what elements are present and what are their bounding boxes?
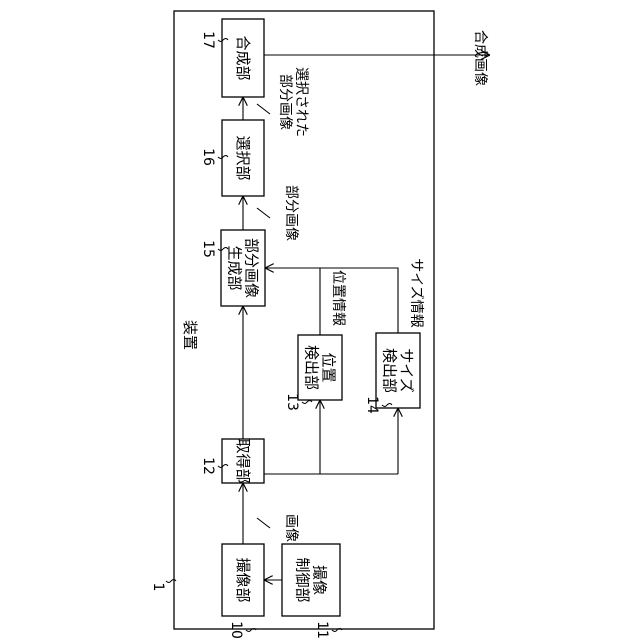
block-acquire: 取得部 12 [200,438,264,483]
label-line: 取得部 [234,438,252,483]
block-composite: 合成部 17 [200,19,264,97]
block-imaging: 撮像部 10 [222,544,264,639]
block-composite-label: 合成部 [234,35,252,80]
ref-select: 16 [200,148,216,166]
label-line: サイズ [398,348,416,393]
tick-image [257,518,270,528]
label-line: 生成部 [226,245,244,290]
block-sizedet-label: サイズ検出部 [381,348,416,393]
label-line: 部分画像 [283,185,299,241]
signal-labels: 画像 位置情報 サイズ情報 部分画像 選択された部分画像 合成画像 [277,30,488,542]
signal-size-info-label: サイズ情報 [408,258,424,328]
block-select-label: 選択部 [234,135,252,180]
blocks: 撮像部10撮像制御部11取得部12位置検出部13サイズ検出部14部分画像生成部1… [200,19,420,639]
ref-acquire: 12 [200,457,216,475]
ref-device: 1 [150,583,166,592]
signal-image-label: 画像 [283,514,299,542]
tick-selected-partial [257,104,270,114]
signal-composite-image-label: 合成画像 [472,30,488,86]
block-imaging-label: 撮像部 [234,557,252,602]
device-label: 装置 [181,320,199,350]
ref-posdet: 13 [284,393,300,411]
label-line: 部分画像 [243,238,261,298]
ref-posdet-leader [302,401,312,404]
label-line: 合成画像 [472,30,488,86]
ref-imgctrl: 11 [314,621,330,639]
label-line: 撮像部 [234,557,252,602]
label-line: サイズ情報 [408,258,424,328]
block-imgctrl: 撮像制御部 11 [282,544,342,639]
label-line: 選択された [293,67,309,137]
block-select: 選択部 16 [200,120,264,196]
tick-partial-image [257,208,270,218]
label-line: 検出部 [381,348,399,393]
label-line: 位置 [320,352,338,382]
signal-position-info-label: 位置情報 [330,270,346,326]
block-partgen-label: 部分画像生成部 [226,238,261,298]
signal-selected-partial-image-label: 選択された部分画像 [277,67,309,137]
label-line: 位置情報 [330,270,346,326]
ref-imaging: 10 [228,621,244,639]
label-line: 選択部 [234,135,252,180]
block-partgen: 部分画像生成部 15 [200,230,265,306]
ref-partgen: 15 [200,240,216,258]
label-line: 制御部 [294,557,312,602]
label-line: 合成部 [234,35,252,80]
label-line: 撮像 [311,565,329,595]
ref-sizedet: 14 [364,396,380,414]
label-line: 検出部 [303,345,321,390]
block-sizedet: サイズ検出部14 [364,333,420,414]
signal-partial-image-label: 部分画像 [283,185,299,241]
block-posdet: 位置検出部13 [284,335,342,411]
ref-composite: 17 [200,31,216,49]
label-line: 画像 [283,514,299,542]
wires [243,55,490,580]
block-acquire-label: 取得部 [234,438,252,483]
label-line: 部分画像 [277,74,293,130]
wire-posdet-to-partgen [265,268,320,335]
